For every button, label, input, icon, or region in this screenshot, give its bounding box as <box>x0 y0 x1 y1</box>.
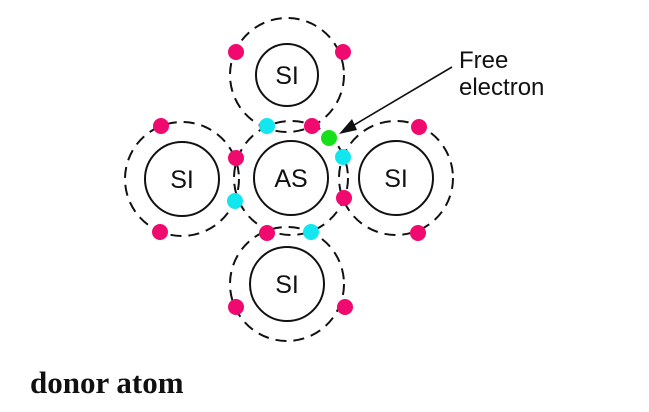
atom-core-si-top <box>255 43 319 107</box>
atom-core-si-right <box>358 140 434 216</box>
bonding-electron <box>228 150 244 166</box>
donor-electron <box>335 149 351 165</box>
atom-label-si-bottom: SI <box>275 271 299 299</box>
free-electron <box>321 130 337 146</box>
bonding-electron <box>336 190 352 206</box>
callout-arrow-head <box>339 119 357 134</box>
atom-core-si-bottom <box>249 246 325 322</box>
bonding-electron <box>153 118 169 134</box>
atom-core-si-left <box>144 141 220 217</box>
donor-electron <box>303 224 319 240</box>
bonding-electron <box>152 224 168 240</box>
bonding-electron <box>335 44 351 60</box>
valence-shell-si-left <box>124 121 240 237</box>
atom-core-as-center <box>253 140 329 216</box>
atom-label-si-top: SI <box>275 62 299 90</box>
atom-cores: SI SI AS SI SI <box>144 43 434 322</box>
bonding-electron <box>337 299 353 315</box>
donor-electron <box>227 193 243 209</box>
callout-text-line2: electron <box>459 74 544 101</box>
donor-electron <box>259 118 275 134</box>
valence-shells <box>124 17 454 342</box>
bonding-electron <box>411 119 427 135</box>
bonding-electron <box>259 225 275 241</box>
valence-shell-as-center <box>233 120 349 236</box>
bonding-electron <box>304 118 320 134</box>
atom-label-as-center: AS <box>274 165 307 193</box>
valence-shell-si-bottom <box>229 226 345 342</box>
caption-title: donor atom <box>30 365 184 400</box>
callout-arrow-line <box>343 66 453 132</box>
electrons <box>152 44 427 315</box>
valence-shell-si-right <box>338 120 454 236</box>
valence-shell-si-top <box>229 17 345 133</box>
bonding-electron <box>228 299 244 315</box>
callout-text-line1: Free <box>459 47 508 74</box>
bonding-electron <box>410 225 426 241</box>
free-electron-callout: Free electron <box>339 47 544 134</box>
atom-label-si-right: SI <box>384 165 408 193</box>
bonding-electron <box>228 44 244 60</box>
atom-label-si-left: SI <box>170 166 194 194</box>
